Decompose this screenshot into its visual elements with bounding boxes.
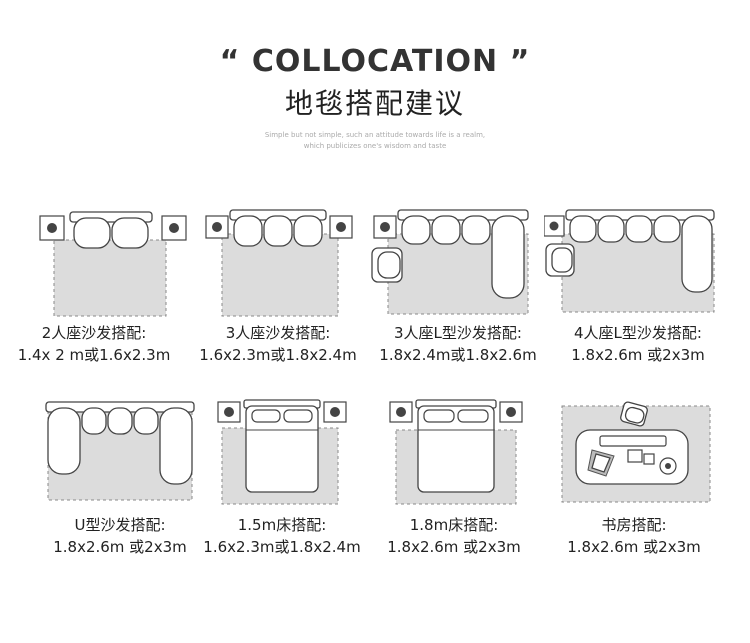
illustration-4-seat-l-sofa	[544, 209, 715, 313]
title-en: “ COLLOCATION ”	[0, 40, 750, 84]
card-size: 1.8x2.6m 或2x3m	[567, 538, 701, 556]
illustration-study-room	[561, 401, 711, 503]
illustration-3-seat-sofa	[205, 209, 353, 317]
title-collocation: COLLOCATION	[251, 44, 499, 79]
card-label: 2人座沙发搭配:	[41, 324, 147, 342]
card-3-seat-sofa: 3人座沙发搭配: 1.6x2.3m或1.8x2.4m	[184, 206, 372, 366]
quote-open: “	[219, 44, 241, 79]
card-size: 1.8x2.6m 或2x3m	[387, 538, 521, 556]
card-label: U型沙发搭配:	[74, 516, 166, 534]
card-3-seat-l-sofa: 3人座L型沙发搭配: 1.8x2.4m或1.8x2.6m	[364, 206, 552, 366]
illustration-1-8m-bed	[389, 399, 523, 505]
tagline-line-2: which publicizes one's wisdom and taste	[303, 142, 447, 150]
illustration-3-seat-l-sofa	[371, 209, 529, 315]
card-size: 1.6x2.3m或1.8x2.4m	[203, 538, 361, 556]
card-study-room: 书房搭配: 1.8x2.6m 或2x3m	[540, 398, 728, 558]
card-size: 1.8x2.6m 或2x3m	[53, 538, 187, 556]
quote-close: ”	[509, 44, 531, 79]
card-size: 1.6x2.3m或1.8x2.4m	[199, 346, 357, 364]
card-label: 书房搭配:	[601, 516, 667, 534]
illustration-1-5m-bed	[217, 399, 347, 505]
card-label: 3人座L型沙发搭配:	[394, 324, 522, 342]
title-cn: 地毯搭配建议	[284, 87, 465, 120]
tagline-line-1: Simple but not simple, such an attitude …	[264, 131, 486, 139]
card-u-sofa: U型沙发搭配: 1.8x2.6m 或2x3m	[26, 398, 214, 558]
card-size: 1.4x 2 m或1.6x2.3m	[17, 346, 171, 364]
card-2-seat-sofa: 2人座沙发搭配: 1.4x 2 m或1.6x2.3m	[0, 206, 188, 366]
card-label: 3人座沙发搭配:	[225, 324, 331, 342]
card-4-seat-l-sofa: 4人座L型沙发搭配: 1.8x2.6m 或2x3m	[544, 206, 732, 366]
illustration-2-seat-sofa	[39, 211, 187, 317]
card-1-5m-bed: 1.5m床搭配: 1.6x2.3m或1.8x2.4m	[188, 398, 376, 558]
card-size: 1.8x2.6m 或2x3m	[571, 346, 705, 364]
card-label: 1.5m床搭配:	[237, 516, 327, 534]
card-label: 1.8m床搭配:	[409, 516, 499, 534]
card-label: 4人座L型沙发搭配:	[574, 324, 702, 342]
card-size: 1.8x2.4m或1.8x2.6m	[379, 346, 537, 364]
card-1-8m-bed: 1.8m床搭配: 1.8x2.6m 或2x3m	[360, 398, 548, 558]
illustration-u-sofa	[45, 401, 195, 501]
header: “ COLLOCATION ” 地毯搭配建议 Simple but not si…	[0, 40, 750, 152]
